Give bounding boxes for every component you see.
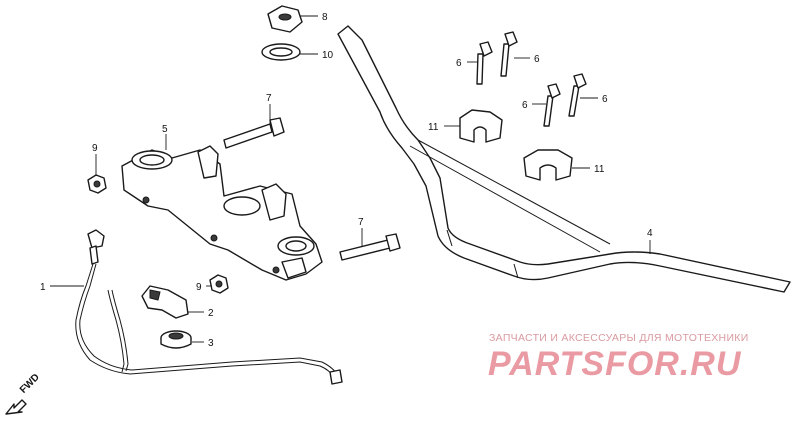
ref-label-1: 1 (40, 282, 46, 293)
bracket (141, 285, 189, 319)
ref-label-2: 2 (208, 308, 214, 319)
ref-label-11-b: 11 (594, 164, 605, 175)
bolt-lower (339, 233, 401, 261)
ref-label-6-a: 6 (456, 58, 462, 69)
nut-middle (209, 274, 229, 294)
ref-label-5: 5 (162, 124, 168, 135)
handlebar-clamp-2 (523, 149, 573, 181)
bolt-small-4 (568, 73, 587, 117)
ref-label-6-d: 6 (602, 94, 608, 105)
ref-label-6-c: 6 (522, 100, 528, 111)
ref-label-11-a: 11 (428, 122, 439, 133)
bolt-small-3 (543, 83, 561, 127)
watermark-caption: ЗАПЧАСТИ И АКСЕССУАРЫ ДЛЯ МОТОТЕХНИКИ (489, 332, 749, 344)
ref-label-8: 8 (322, 12, 328, 23)
handlebar (337, 25, 791, 293)
handlebar-clamp-1 (459, 109, 503, 143)
ref-label-7-lower: 7 (358, 217, 364, 228)
leader-lines (50, 15, 651, 343)
nut-left (87, 174, 107, 194)
ref-label-10: 10 (322, 50, 334, 61)
ref-label-3: 3 (208, 338, 214, 349)
washer-top (261, 43, 301, 61)
ref-label-6-b: 6 (534, 54, 540, 65)
nut-top (267, 5, 303, 33)
reference-numbers: 8 10 5 7 7 9 9 2 3 1 6 6 6 6 11 11 4 (40, 12, 653, 349)
ref-label-4: 4 (647, 228, 653, 239)
fwd-arrow-icon (5, 399, 27, 415)
ref-label-7-upper: 7 (266, 93, 272, 104)
bolt-small-2 (500, 31, 518, 77)
bolt-small-1 (476, 41, 493, 85)
ref-label-9-middle: 9 (196, 282, 202, 293)
choke-cable (75, 229, 343, 385)
ref-label-9-left: 9 (92, 143, 98, 154)
handlebar-holder (121, 145, 323, 281)
watermark-logo: PARTSFOR.RU (488, 345, 742, 383)
collar (160, 330, 192, 349)
bolt-upper (223, 117, 285, 149)
